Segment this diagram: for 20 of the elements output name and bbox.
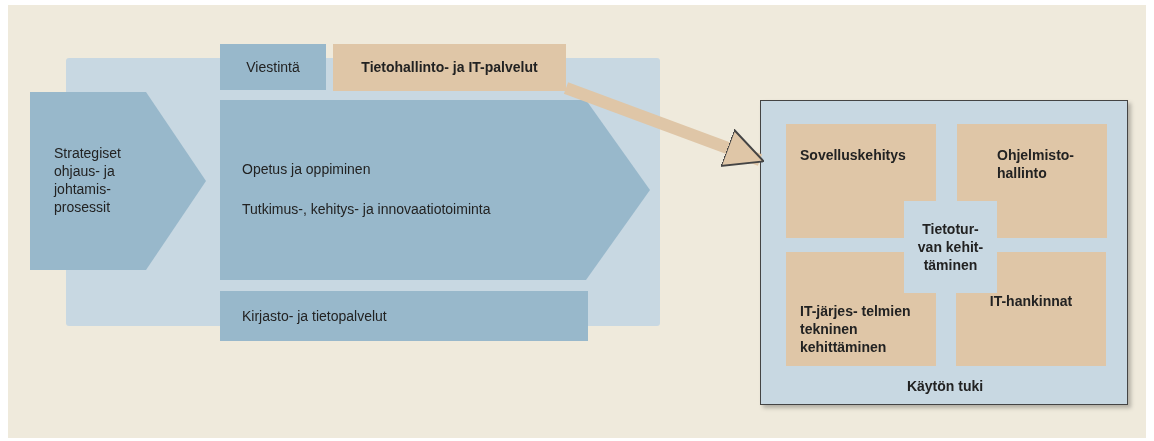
process-box	[220, 44, 326, 90]
process-arrow	[220, 100, 650, 280]
node-label: Ohjelmisto- hallinto	[997, 146, 1075, 182]
node-label: Viestintä	[245, 58, 301, 76]
node-label: Opetus ja oppiminen	[242, 160, 372, 178]
node-label: IT-järjes- telmien tekninen kehittäminen	[800, 302, 912, 356]
node-label: Tutkimus-, kehitys- ja innovaatiotoiminta	[242, 200, 492, 218]
center-box	[904, 201, 997, 293]
block-arrow	[563, 82, 765, 167]
node-label: Strategiset ohjaus- ja johtamis- prosessit	[54, 144, 122, 216]
node-label: Kirjasto- ja tietopalvelut	[242, 307, 388, 325]
process-box	[220, 291, 588, 341]
node-label: Tietotur- van kehit- täminen	[916, 220, 985, 274]
node-label: Sovelluskehitys	[800, 146, 907, 164]
node-label: Tietohallinto- ja IT-palvelut	[360, 58, 539, 76]
process-arrow	[30, 92, 206, 270]
highlight-box	[333, 44, 566, 91]
group-panel	[760, 100, 1128, 405]
group-label: Käytön tuki	[905, 377, 985, 395]
node-label: IT-hankinnat	[988, 292, 1074, 310]
